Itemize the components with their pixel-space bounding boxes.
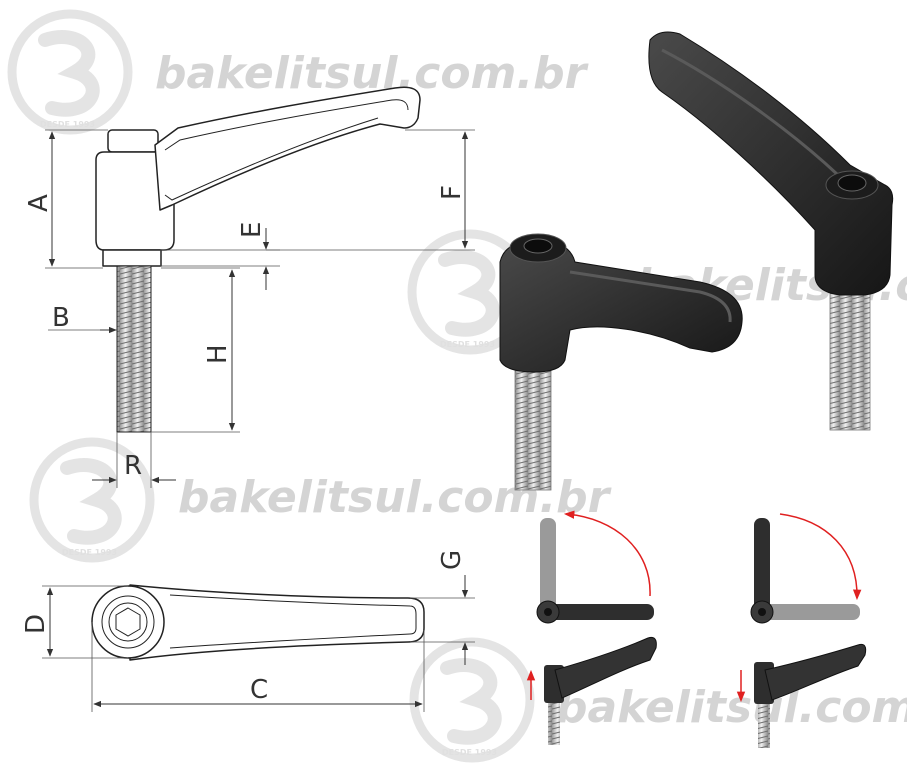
dimension-d-label: D [21,614,51,634]
dimension-c: C [91,622,425,712]
dimension-a-label: A [24,194,54,212]
dimension-g-label: G [437,550,467,570]
watermark-logo-icon: DESDE 1993 [7,9,133,135]
dimension-h-label: H [203,344,233,364]
watermark-since-text: DESDE 1993 [442,748,497,757]
operation-rotate-up [536,510,654,624]
dimension-b-label: B [52,303,70,333]
watermark-logo-icon: DESDE 1993 [409,637,535,763]
dimension-c-label: C [250,675,268,705]
operation-push-down [736,644,867,748]
watermark-since-text: DESDE 1993 [40,120,95,129]
dimension-r-label: R [124,451,142,481]
small-lever-render [499,233,743,491]
watermark-text: bakelitsul.com.br [155,48,589,99]
dimension-f-label: F [437,185,467,200]
top-view-drawing [91,584,425,661]
watermark-text: bakelitsul.com.br [556,682,907,733]
dimension-a: A [24,129,108,269]
dimension-r: R [92,432,176,488]
dimension-h: H [151,267,240,433]
rotate-down-arrow-icon [779,513,862,601]
watermark-since-text: DESDE 1993 [440,340,495,349]
watermark-logo-icon: DESDE 1993 [29,437,155,563]
dimension-b: B [48,303,117,334]
dimension-d: D [21,585,128,659]
operation-rotate-down [750,513,862,624]
side-view-drawing [95,86,421,433]
dimension-e-label: E [237,222,267,238]
dimension-e: E [160,222,280,290]
dimension-g: G [410,550,475,665]
dimension-f: F [266,129,475,251]
large-lever-render [648,31,894,431]
rotate-up-arrow-icon [563,510,651,597]
watermark-since-text: DESDE 1993 [62,548,117,557]
operation-pull-up [526,637,657,745]
